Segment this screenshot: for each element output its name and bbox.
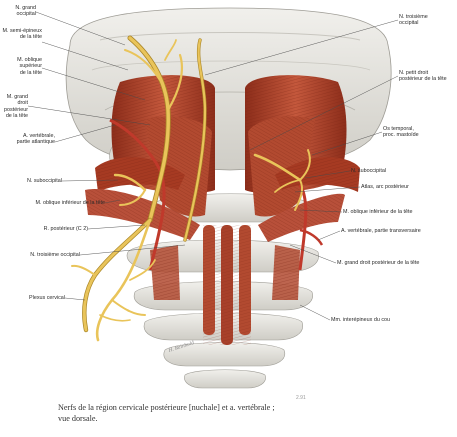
label-suboccipital-nerve-right: N. suboccipital <box>351 168 387 174</box>
label-cervical-plexus: Plexus cervical <box>29 295 65 301</box>
label-obliquus-capitis-inferior-right: M. oblique inférieur de la tête <box>343 209 413 215</box>
interspinales-muscles <box>203 225 251 345</box>
label-interspinales-cervicis: Mm. interépineux du cou <box>331 317 391 323</box>
label-mastoid-process: Os temporal, proc. mastoïde <box>383 126 419 139</box>
label-third-occipital-nerve-left: N. troisième occipital <box>30 252 80 258</box>
cervical-plexus-nerves <box>71 217 156 342</box>
intertransversarii-muscles <box>150 245 300 300</box>
suboccipital-nerve-left <box>113 173 147 206</box>
label-rectus-capitis-posterior-minor-nerve: N. petit droit postérieur de la tête <box>399 70 447 83</box>
label-suboccipital-nerve-left: N. suboccipital <box>26 178 62 184</box>
label-leader-lines <box>27 11 399 321</box>
label-rectus-capitis-posterior-major-right: M. grand droit postérieur de la tête <box>337 260 420 266</box>
label-semispinalis-capitis: M. semi-épineux de la tête <box>2 28 42 41</box>
figure-caption: Nerfs de la région cervicale postérieure… <box>58 403 275 423</box>
rectus-capitis-posterior-major <box>145 116 315 217</box>
label-greater-occipital-nerve: N. grand occipital <box>15 5 36 18</box>
label-atlas-posterior-arch: Atlas, arc postérieur <box>361 184 409 190</box>
label-posterior-ramus-c2: R. postérieur (C 2) <box>43 226 88 232</box>
greater-occipital-nerve <box>124 35 184 223</box>
label-third-occipital-nerve-right: N. troisième occipital <box>399 14 428 27</box>
label-vertebral-artery-transverse: A. vertébrale, partie transversaire <box>341 228 421 234</box>
third-occipital-nerve <box>183 38 207 242</box>
label-rectus-capitis-posterior-major-left: M. grand droit postérieur de la tête <box>4 94 28 120</box>
label-vertebral-artery-atlantic: A. vertébrale, partie atlantique <box>16 133 55 146</box>
figure-number: 2.91 <box>296 395 306 401</box>
label-obliquus-capitis-superior: M. oblique supérieur de la tête <box>17 57 42 76</box>
label-obliquus-capitis-inferior-left: M. oblique inférieur de la tête <box>35 200 105 206</box>
suboccipital-nerve-right <box>253 149 311 211</box>
